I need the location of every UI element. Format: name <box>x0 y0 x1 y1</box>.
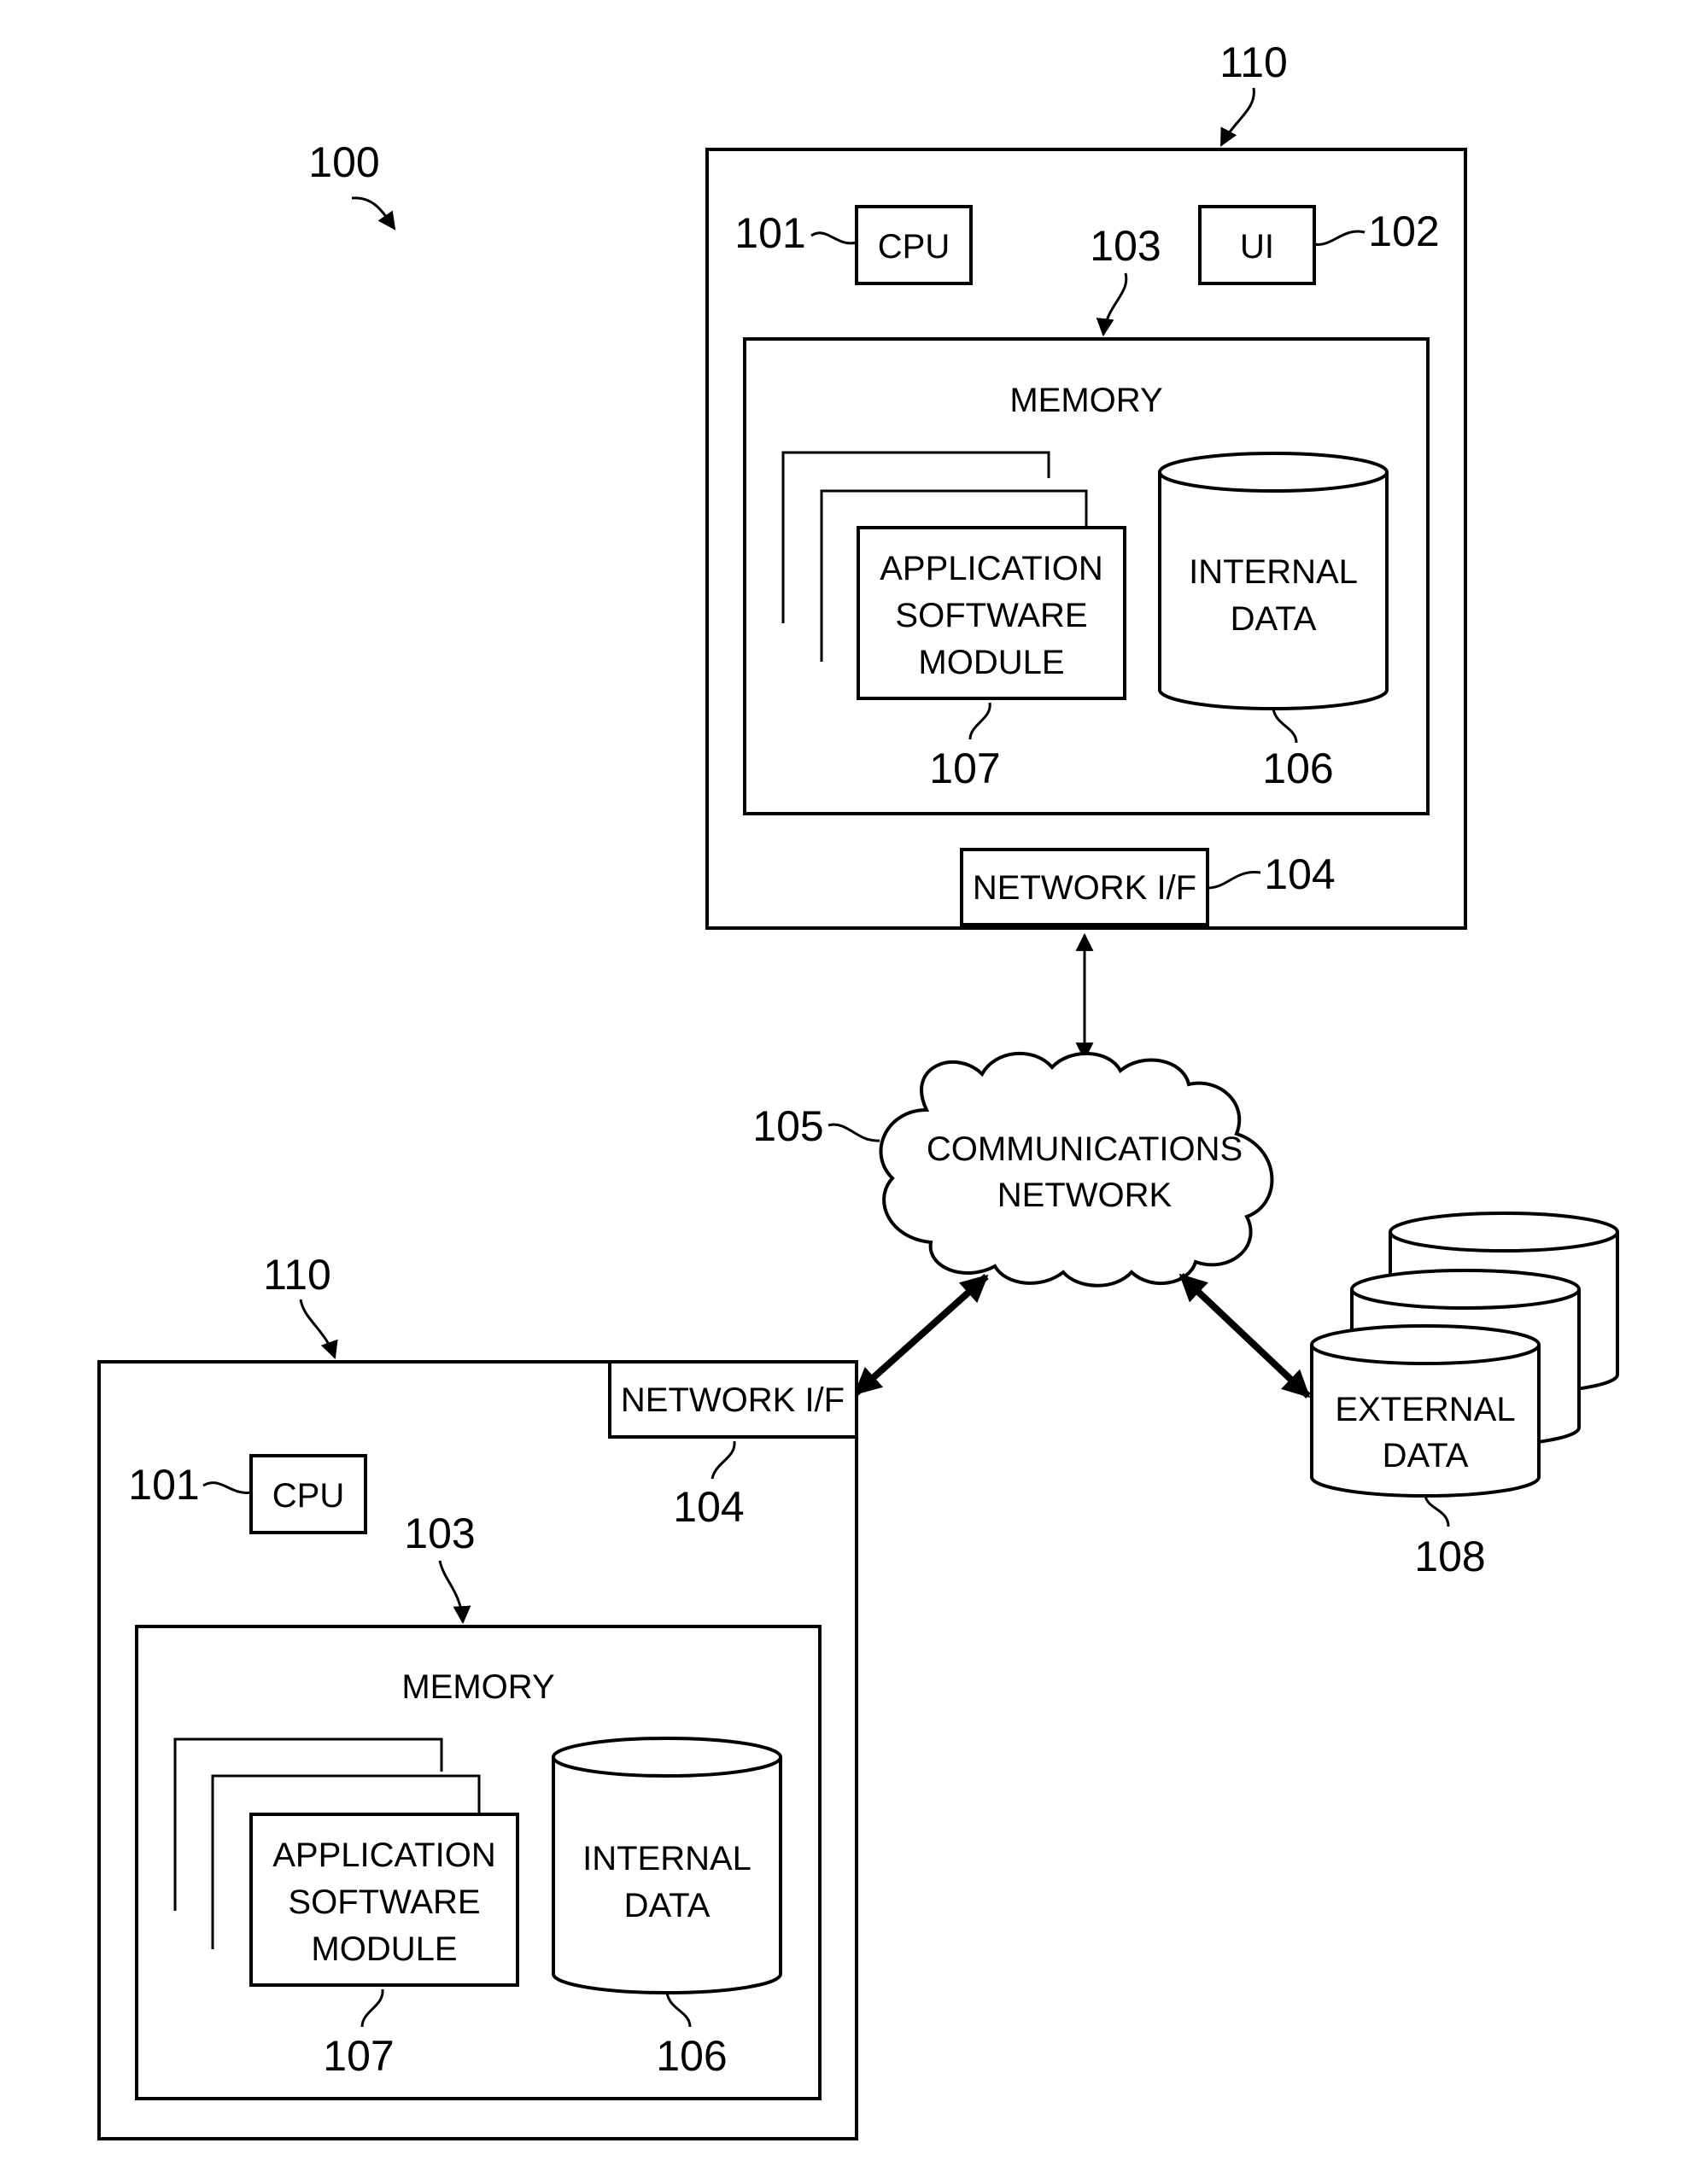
top-ui-label: UI <box>1240 228 1274 266</box>
top-internal-ref: 106 <box>1262 745 1333 792</box>
bottom-computer: 110 NETWORK I/F 104 CPU 101 103 MEMORY A… <box>99 1251 857 2139</box>
external-line-2: DATA <box>1383 1437 1469 1474</box>
top-memory-ref: 103 <box>1090 222 1161 270</box>
top-internal-line-2: DATA <box>1231 600 1317 638</box>
communications-network-cloud <box>881 1054 1272 1286</box>
top-ui-ref: 102 <box>1368 207 1439 255</box>
link-network-to-external <box>1181 1276 1308 1396</box>
ref-system-100: 100 <box>308 138 379 186</box>
bottom-internal-line-1: INTERNAL <box>582 1840 752 1877</box>
bottom-memory-ref: 103 <box>404 1510 475 1557</box>
bottom-cpu-label: CPU <box>272 1477 344 1515</box>
bottom-internal-ref: 106 <box>656 2032 727 2080</box>
top-network-if-ref: 104 <box>1264 850 1335 898</box>
network-leader <box>828 1124 880 1141</box>
bottom-computer-leader <box>301 1299 335 1358</box>
external-ref: 108 <box>1414 1533 1485 1580</box>
bottom-network-if-ref: 104 <box>673 1483 744 1531</box>
bottom-cpu-ref: 101 <box>128 1461 199 1509</box>
bottom-network-if-label: NETWORK I/F <box>621 1381 845 1419</box>
external-line-1: EXTERNAL <box>1335 1391 1515 1428</box>
leader-100 <box>352 198 395 229</box>
top-internal-line-1: INTERNAL <box>1189 553 1358 591</box>
top-computer-ref: 110 <box>1219 38 1288 86</box>
link-network-to-bottom <box>856 1276 986 1393</box>
bottom-internal-line-2: DATA <box>624 1887 711 1924</box>
bottom-app-line-3: MODULE <box>311 1930 457 1968</box>
top-network-if-label: NETWORK I/F <box>973 869 1196 907</box>
top-computer-leader <box>1221 88 1254 145</box>
bottom-computer-ref: 110 <box>263 1251 331 1299</box>
top-computer: 110 CPU 101 UI 102 103 MEMORY APPLICATIO… <box>707 38 1465 928</box>
network-line-1: COMMUNICATIONS <box>927 1130 1243 1168</box>
bottom-app-line-1: APPLICATION <box>272 1837 496 1874</box>
external-leader <box>1425 1496 1448 1527</box>
top-app-ref: 107 <box>929 745 1000 792</box>
top-cpu-label: CPU <box>878 228 950 266</box>
bottom-app-line-2: SOFTWARE <box>288 1883 480 1921</box>
top-memory-label: MEMORY <box>1009 382 1162 419</box>
top-cpu-ref: 101 <box>734 209 805 257</box>
top-app-line-3: MODULE <box>918 644 1064 681</box>
bottom-app-ref: 107 <box>323 2032 394 2080</box>
network-ref: 105 <box>752 1102 823 1150</box>
bottom-memory-label: MEMORY <box>401 1668 554 1706</box>
network-line-2: NETWORK <box>997 1177 1173 1214</box>
top-app-line-2: SOFTWARE <box>895 597 1087 634</box>
top-app-line-1: APPLICATION <box>880 550 1103 587</box>
